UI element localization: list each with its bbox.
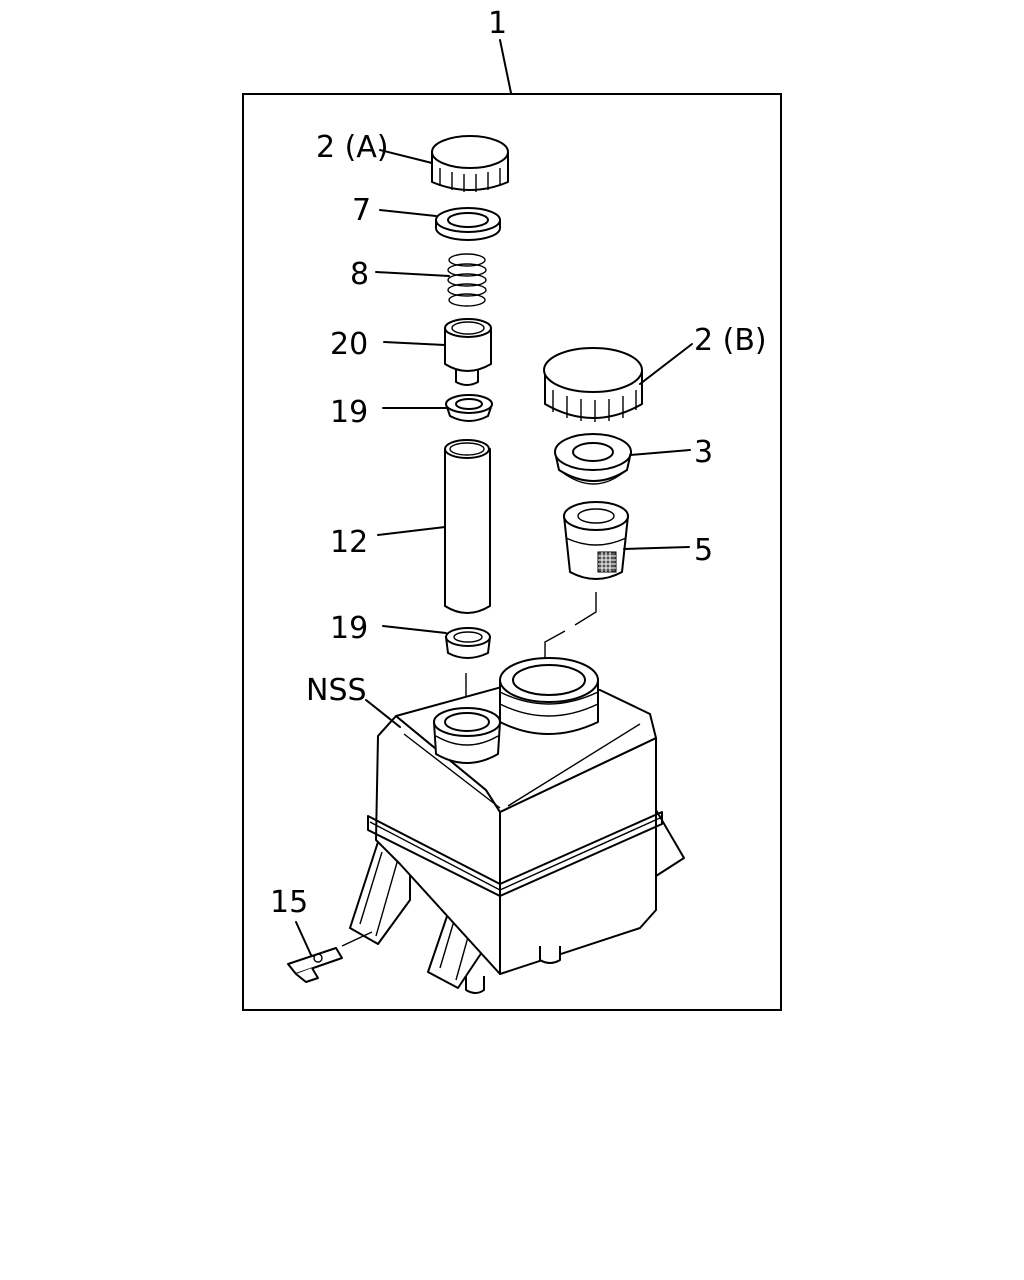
callout-20: 20 [330,327,368,362]
callout-3: 3 [694,435,713,470]
cap-a [431,135,509,192]
seal-19-lower [445,627,491,659]
callout-19-lower: 19 [330,611,368,646]
callout-1: 1 [488,6,507,41]
callout-12: 12 [330,525,368,560]
callout-7: 7 [352,193,371,228]
tube-12 [444,439,491,614]
strainer-5 [563,501,629,580]
callout-nss: NSS [306,673,367,708]
part-3 [554,433,632,485]
callout-5: 5 [694,533,713,568]
callout-8: 8 [350,257,369,292]
part-20 [444,318,492,386]
reservoir-tank [349,657,685,994]
seal-19-upper [445,394,493,422]
bracket-15 [287,947,343,983]
spring-8 [447,253,487,307]
cap-b [543,347,643,422]
assembly-frame [242,93,782,1011]
callout-15: 15 [270,885,308,920]
gasket-7 [435,207,501,241]
callout-2b: 2 (B) [694,323,767,358]
callout-19-upper: 19 [330,395,368,430]
callout-2a: 2 (A) [316,130,389,165]
